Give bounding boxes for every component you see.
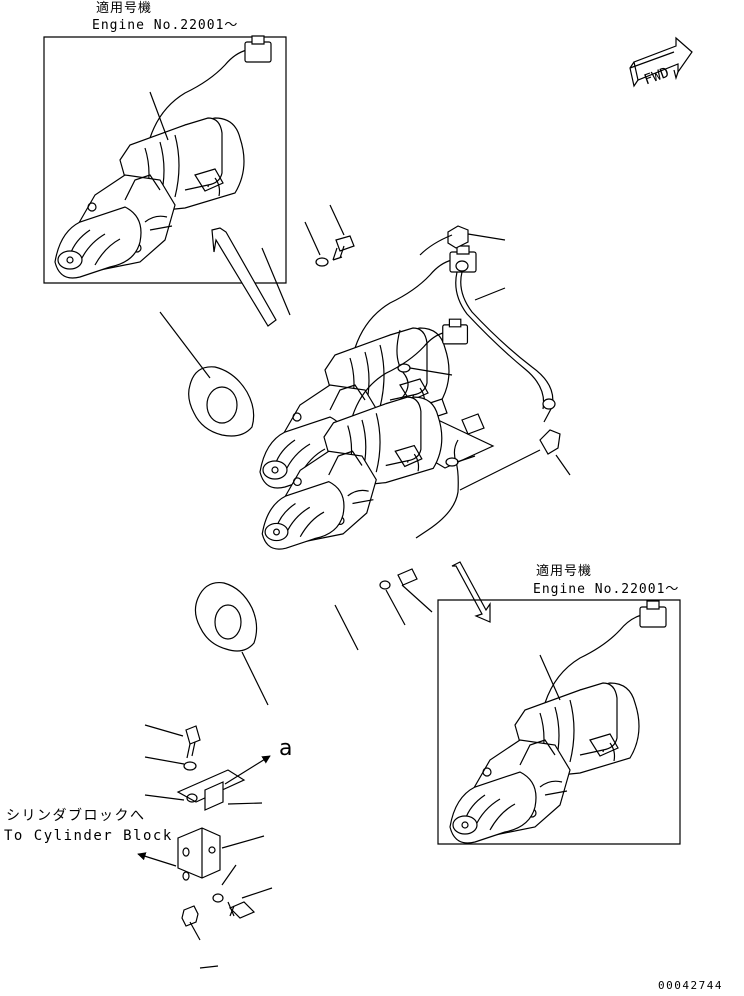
arrow-to-a-lower xyxy=(225,756,271,784)
inset-box-top xyxy=(44,37,286,283)
ref-label-a-lower: a xyxy=(279,736,293,761)
inset-right-title-jp: 適用号機 xyxy=(536,564,593,579)
hollow-arrow-down xyxy=(452,562,490,622)
bolt xyxy=(398,569,417,585)
inset-right-title-en: Engine No.22001～ xyxy=(533,582,680,597)
cylinder-block-label-jp: シリンダブロックへ xyxy=(6,808,146,824)
terminal-cap xyxy=(540,430,560,454)
inset-box-right xyxy=(438,600,680,844)
wire-harness-lower xyxy=(416,414,484,538)
inset-top-title-en: Engine No.22001～ xyxy=(92,18,239,33)
gasket-lower xyxy=(195,583,256,651)
hollow-arrow-up xyxy=(212,228,276,326)
leader-line xyxy=(540,655,560,700)
arrow-to-cylinder-block xyxy=(137,852,176,866)
inset-top-title-jp: 適用号機 xyxy=(96,1,153,16)
washer xyxy=(380,581,390,589)
gasket-upper xyxy=(189,367,254,436)
battery-cable xyxy=(420,226,555,422)
starter-motor-top-inset xyxy=(54,35,272,279)
cylinder-block-label-en: To Cylinder Block xyxy=(4,828,173,844)
starter-motor-right-inset xyxy=(449,600,667,844)
fwd-arrow-icon xyxy=(630,38,692,86)
drawing-number: 00042744 xyxy=(658,979,723,992)
leader-line xyxy=(150,92,168,140)
bracket-assembly xyxy=(178,726,254,926)
bolt-and-washer xyxy=(316,236,354,266)
